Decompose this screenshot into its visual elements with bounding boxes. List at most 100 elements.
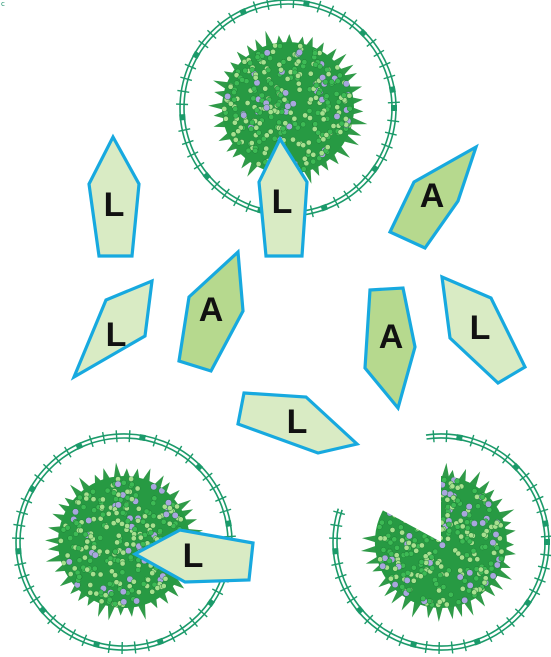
cell-granule	[387, 510, 393, 516]
cell-spike	[208, 102, 224, 110]
cell-granule	[65, 553, 70, 558]
cell-granule	[178, 517, 183, 522]
cell-granule	[418, 490, 423, 495]
membrane-tick	[220, 509, 231, 513]
cell-granule	[91, 545, 96, 550]
cell-granule	[497, 536, 502, 541]
cell-granule	[266, 68, 271, 73]
cell-granule	[416, 526, 421, 531]
cell-granule	[495, 545, 500, 550]
cell-granule	[125, 523, 130, 528]
cell-granule	[429, 555, 434, 560]
cell-granule	[481, 532, 486, 537]
cell-granule	[439, 542, 445, 548]
cell-granule	[151, 501, 156, 506]
cell-granule	[423, 554, 428, 559]
cell-granule	[489, 566, 494, 571]
piece-letter: L	[106, 316, 127, 354]
cell-granule	[323, 79, 328, 84]
cell-granule	[114, 510, 119, 515]
cell-granule	[302, 60, 307, 65]
cell-granule	[490, 573, 496, 579]
cell-granule	[450, 484, 455, 489]
cell-granule	[161, 519, 166, 524]
cell-granule	[490, 539, 496, 545]
cell-granule	[338, 129, 343, 134]
cell-granule	[411, 543, 416, 548]
piece-letter: A	[379, 318, 404, 356]
cell-granule	[484, 569, 489, 574]
cell-granule	[380, 563, 386, 569]
cell-granule	[113, 549, 118, 554]
cell-granule	[108, 561, 113, 566]
membrane-block	[28, 485, 36, 493]
cell-granule	[241, 112, 247, 118]
cell-granule	[277, 44, 282, 49]
cell-granule	[445, 497, 450, 502]
cell-granule	[433, 490, 438, 495]
cell-granule	[83, 532, 88, 537]
cell-granule	[347, 106, 352, 111]
membrane-block	[139, 434, 146, 441]
cell-granule	[88, 590, 93, 595]
cell-granule	[107, 581, 112, 586]
piece-a-1: A	[179, 252, 243, 371]
membrane-tick	[280, 0, 281, 8]
cell-granule	[125, 519, 130, 524]
cell-granule	[269, 114, 274, 119]
cell-granule	[343, 116, 348, 121]
cell-granule	[466, 503, 472, 509]
cell-granule	[263, 86, 268, 91]
cell-granule	[460, 524, 465, 529]
membrane-tick	[16, 511, 28, 514]
piece-letter: L	[183, 537, 204, 575]
cell-granule	[92, 552, 98, 558]
cell-granule	[432, 477, 437, 482]
cell-granule	[106, 511, 111, 516]
cell-granule	[68, 536, 73, 541]
cell-granule	[245, 100, 250, 105]
cell-granule	[438, 536, 443, 541]
cell-granule	[115, 481, 121, 487]
cell-granule	[312, 51, 317, 56]
cell-granule	[439, 527, 444, 532]
cell-granule	[311, 159, 316, 164]
cell-granule	[150, 523, 155, 528]
cell-granule	[136, 567, 141, 572]
cell-granule	[298, 44, 303, 49]
cell-granule	[120, 510, 125, 515]
cell-granule	[420, 517, 425, 522]
cell-granule	[442, 490, 448, 496]
cell-granule	[400, 538, 405, 543]
membrane-tick	[108, 641, 110, 653]
membrane-tick	[178, 129, 190, 131]
membrane-block	[524, 599, 532, 607]
membrane-tick	[385, 132, 397, 135]
cell-granule	[256, 130, 261, 135]
cell-granule	[58, 538, 63, 543]
cell-granule	[255, 55, 260, 60]
cell-granule	[480, 520, 486, 526]
cell-granule	[290, 137, 295, 142]
cell-granule	[107, 597, 112, 602]
cell-granule	[163, 511, 169, 517]
piece-letter: A	[420, 177, 445, 215]
cell-granule	[228, 84, 233, 89]
cell-granule	[381, 547, 386, 552]
cell-granule	[478, 567, 483, 572]
cell-granule	[435, 506, 440, 511]
cell-granule	[334, 91, 339, 96]
cell-granule	[224, 93, 230, 99]
cell-granule	[445, 536, 450, 541]
cell-granule	[430, 535, 435, 540]
cell-granule	[136, 590, 141, 595]
cell-granule	[296, 59, 301, 64]
cell-granule	[445, 513, 450, 518]
cell-granule	[257, 121, 262, 126]
cell-granule	[432, 480, 437, 485]
membrane-block	[303, 0, 310, 7]
cell-granule	[120, 561, 125, 566]
cell-granule	[308, 97, 313, 102]
cell-granule	[494, 520, 499, 525]
cell-granule	[321, 117, 326, 122]
